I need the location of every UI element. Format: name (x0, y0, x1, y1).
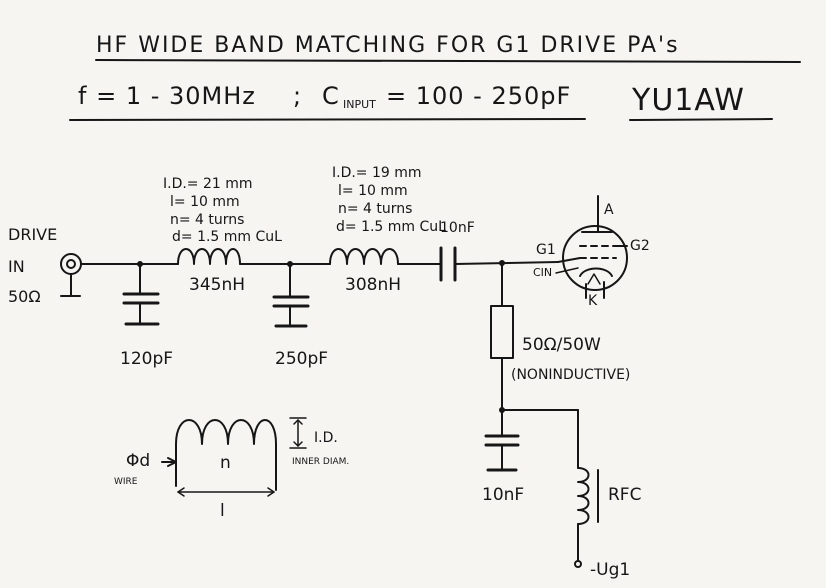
input-connector (60, 253, 82, 297)
tetrode-tube (557, 195, 628, 299)
input-capacitance-subscript: INPUT (343, 98, 376, 111)
signal-wire (80, 261, 559, 265)
coil1-turns: n= 4 turns (170, 212, 244, 228)
coupling-capacitor-value: 10nF (440, 220, 475, 236)
bypass-capacitor (484, 409, 520, 472)
drive-label: DRIVE (8, 225, 57, 244)
coil1-inner-diameter: I.D.= 21 mm (163, 176, 253, 192)
rfc-label: RFC (608, 485, 641, 505)
coil2-length: l= 10 mm (338, 183, 408, 199)
grid2-label: G2 (630, 238, 650, 254)
legend-turns-label: n (220, 453, 231, 473)
coil2-inductance: 308nH (345, 275, 401, 295)
c1-value: 120pF (120, 349, 173, 369)
c2-value: 250pF (275, 349, 328, 369)
coil-legend-drawing (161, 417, 307, 497)
drive-in-label: IN (8, 257, 25, 276)
cin-arrow (555, 267, 579, 274)
coil1-length: l= 10 mm (170, 194, 240, 210)
shunt-capacitor-c2 (272, 263, 310, 328)
legend-id-description: INNER DIAM. (292, 457, 349, 467)
input-capacitance-range: = 100 - 250pF (386, 82, 571, 110)
coupling-capacitor (439, 246, 457, 282)
coil1-inductance: 345nH (189, 275, 245, 295)
coil2-inner-diameter: I.D.= 19 mm (332, 165, 422, 181)
bypass-capacitor-value: 10nF (482, 485, 524, 505)
resistor-value: 50Ω/50W (522, 335, 601, 355)
coil1-wire: d= 1.5 mm CuL (172, 229, 282, 245)
bias-voltage-label: -Ug1 (590, 560, 630, 580)
coil2-wire: d= 1.5 mm CuL (336, 219, 446, 235)
legend-length-label: l (220, 501, 225, 521)
cathode-label: K (588, 293, 598, 309)
load-resistor (490, 305, 514, 359)
resistor-note: (NONINDUCTIVE) (511, 367, 630, 383)
callsign-underline (629, 118, 773, 121)
legend-wire-label: WIRE (114, 477, 138, 487)
title-underline (95, 59, 801, 63)
header-separator: ; (293, 82, 302, 110)
legend-wire-symbol: Φd (126, 451, 150, 471)
drive-impedance: 50Ω (8, 287, 41, 306)
author-callsign: YU1AW (631, 83, 745, 118)
grid1-label: G1 (536, 242, 556, 258)
shunt-capacitor-c1 (122, 263, 160, 326)
input-capacitance-symbol: C (322, 82, 340, 110)
coil2-turns: n= 4 turns (338, 201, 412, 217)
diagram-title: HF WIDE BAND MATCHING FOR G1 DRIVE PA's (96, 33, 680, 58)
legend-id-label: I.D. (314, 430, 338, 446)
frequency-range: f = 1 - 30MHz (78, 82, 256, 110)
coil2-inductor (329, 248, 399, 265)
coil1-inductor (177, 248, 241, 265)
anode-label: A (604, 202, 614, 218)
bias-terminal (574, 560, 582, 568)
subtitle-underline (69, 118, 586, 121)
rf-choke (577, 467, 590, 525)
input-capacitance-label: CIN (533, 266, 552, 279)
